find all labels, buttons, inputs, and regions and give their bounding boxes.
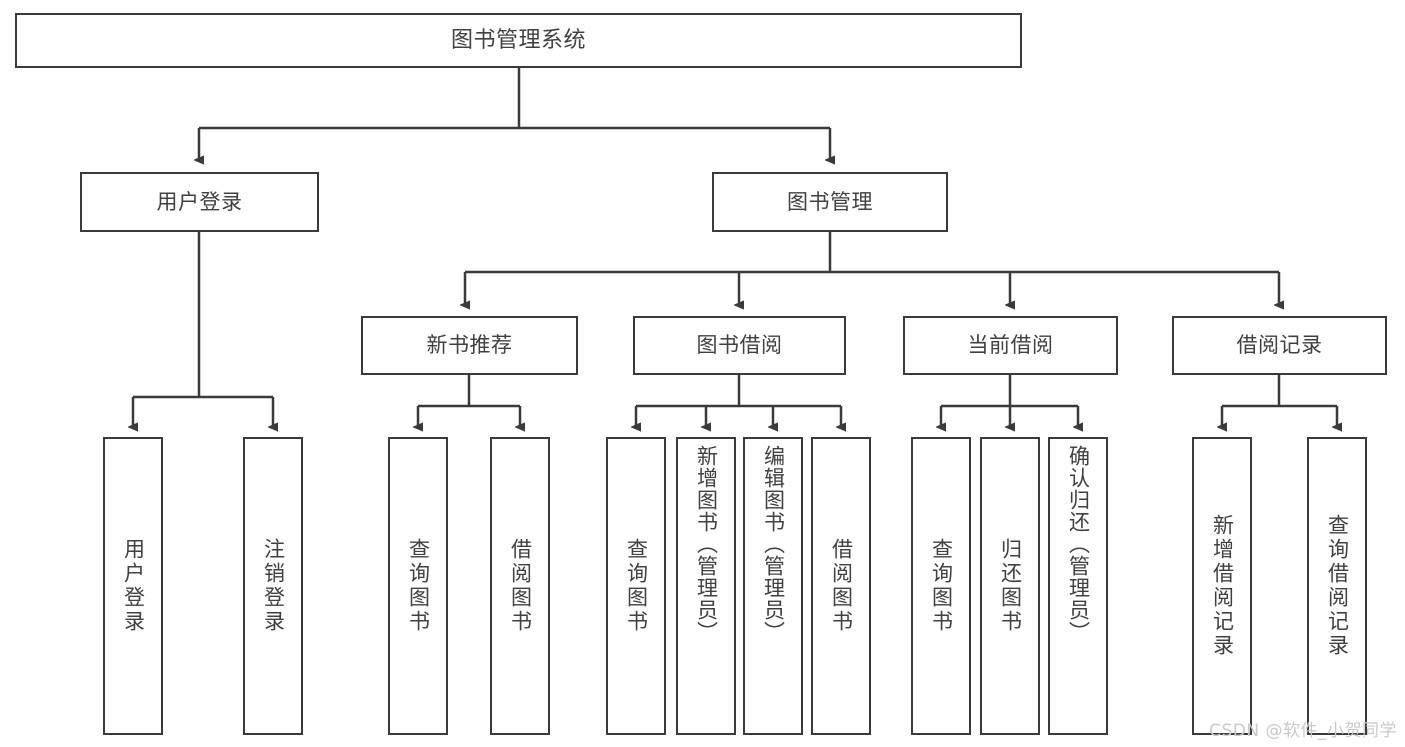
node-leaf-query-record[interactable]: 查询借阅记录: [1307, 437, 1367, 735]
node-label: 新书推荐: [426, 333, 513, 358]
node-label: 借阅图书: [508, 538, 533, 634]
node-label: 查询图书: [929, 538, 954, 634]
node-label: 归还图书: [998, 538, 1023, 634]
node-label: 图书借阅: [696, 333, 783, 358]
node-label: 用户登录: [156, 189, 243, 214]
node-user-login[interactable]: 用户登录: [80, 172, 319, 232]
node-leaf-query-book-2[interactable]: 查询图书: [606, 437, 666, 735]
node-leaf-user-login[interactable]: 用户登录: [103, 437, 163, 735]
node-label: 查询图书: [624, 538, 649, 634]
node-label: 注销登录: [261, 538, 286, 634]
node-label: 确认归还（管理员）: [1066, 445, 1091, 643]
node-label: 当前借阅: [967, 333, 1054, 358]
node-label: 编辑图书（管理员）: [761, 445, 786, 643]
node-leaf-edit-book[interactable]: 编辑图书（管理员）: [743, 437, 803, 735]
node-current-borrow[interactable]: 当前借阅: [903, 316, 1118, 375]
node-book-manage[interactable]: 图书管理: [712, 172, 948, 232]
node-leaf-add-record[interactable]: 新增借阅记录: [1192, 437, 1252, 735]
node-borrow-record[interactable]: 借阅记录: [1172, 316, 1387, 375]
node-label: 查询借阅记录: [1325, 514, 1350, 658]
node-leaf-query-book-1[interactable]: 查询图书: [388, 437, 448, 735]
node-leaf-borrow-book-1[interactable]: 借阅图书: [490, 437, 550, 735]
node-leaf-logout-login[interactable]: 注销登录: [243, 437, 303, 735]
node-leaf-borrow-book-2[interactable]: 借阅图书: [811, 437, 871, 735]
node-label: 图书管理: [787, 189, 873, 214]
node-label: 借阅图书: [829, 538, 854, 634]
node-label: 查询图书: [406, 538, 431, 634]
node-label: 图书管理系统: [450, 27, 586, 53]
csdn-watermark: CSDN @软件_小贺同学: [1209, 721, 1397, 741]
node-label: 新增图书（管理员）: [694, 445, 719, 643]
node-root-system[interactable]: 图书管理系统: [15, 13, 1022, 68]
node-label: 借阅记录: [1236, 333, 1323, 358]
node-leaf-confirm-return[interactable]: 确认归还（管理员）: [1048, 437, 1108, 735]
node-new-book-recommend[interactable]: 新书推荐: [361, 316, 578, 375]
node-leaf-add-book[interactable]: 新增图书（管理员）: [676, 437, 736, 735]
node-label: 用户登录: [121, 538, 146, 634]
node-leaf-query-book-3[interactable]: 查询图书: [911, 437, 971, 735]
node-label: 新增借阅记录: [1210, 514, 1235, 658]
node-leaf-return-book[interactable]: 归还图书: [980, 437, 1040, 735]
node-book-borrow[interactable]: 图书借阅: [633, 316, 846, 375]
